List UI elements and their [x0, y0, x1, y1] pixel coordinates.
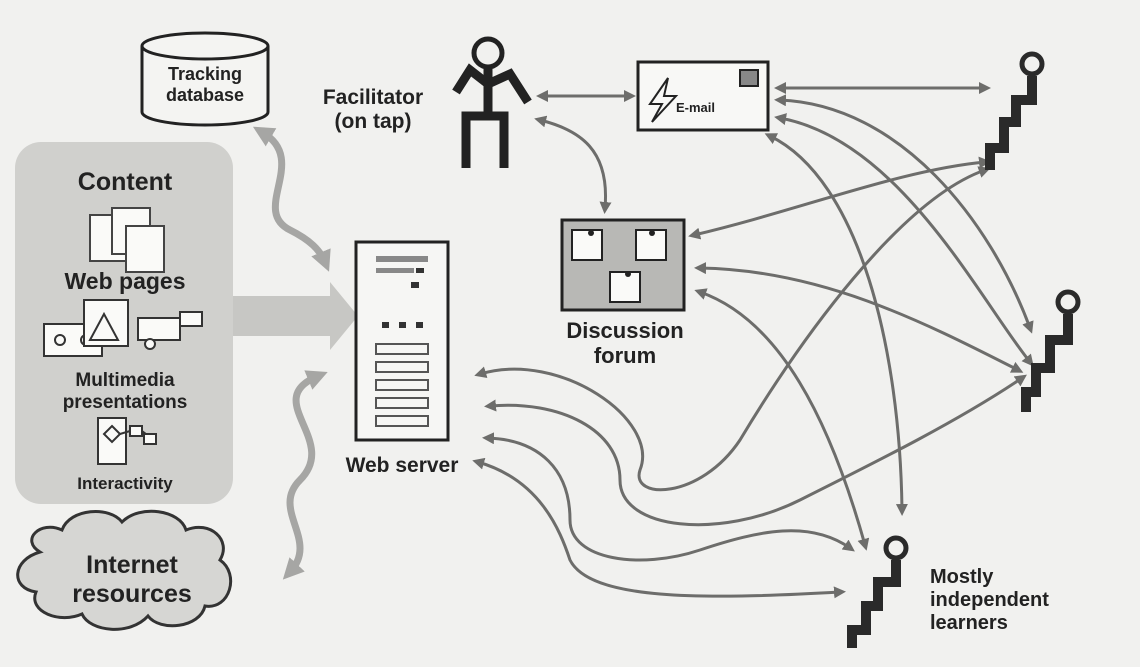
interactivity-icon	[97, 417, 157, 465]
web-pages-label: Web pages	[64, 268, 186, 294]
multimedia-label: Multimedia presentations	[62, 370, 188, 413]
internet-resources-label: Internet resources	[72, 551, 192, 608]
multimedia-icon	[43, 299, 203, 357]
facilitator-figure	[452, 36, 532, 168]
database-icon	[140, 31, 270, 127]
communication-arrows	[472, 82, 1034, 599]
facilitator-label: Facilitator (on tap)	[322, 86, 424, 134]
learner-figure-bottom	[847, 535, 909, 648]
web-pages-icon	[89, 207, 165, 273]
learner-figure-top	[985, 51, 1045, 170]
cloud-shape	[16, 509, 233, 631]
interactivity-label: Interactivity	[77, 474, 173, 493]
web-server-icon	[354, 240, 450, 442]
email-envelope-icon	[636, 60, 770, 132]
learners-label: Mostly independent learners	[930, 566, 1049, 634]
tracking-database-label: Tracking database	[165, 64, 245, 105]
server-link-arrows	[252, 126, 331, 580]
learner-figure-middle	[1021, 289, 1081, 412]
content-title: Content	[77, 168, 173, 196]
content-to-server-arrow	[233, 282, 358, 350]
discussion-forum-label: Discussion forum	[566, 318, 684, 369]
discussion-board-icon	[560, 218, 686, 312]
email-label: E-mail	[676, 100, 716, 115]
web-server-label: Web server	[345, 454, 459, 477]
